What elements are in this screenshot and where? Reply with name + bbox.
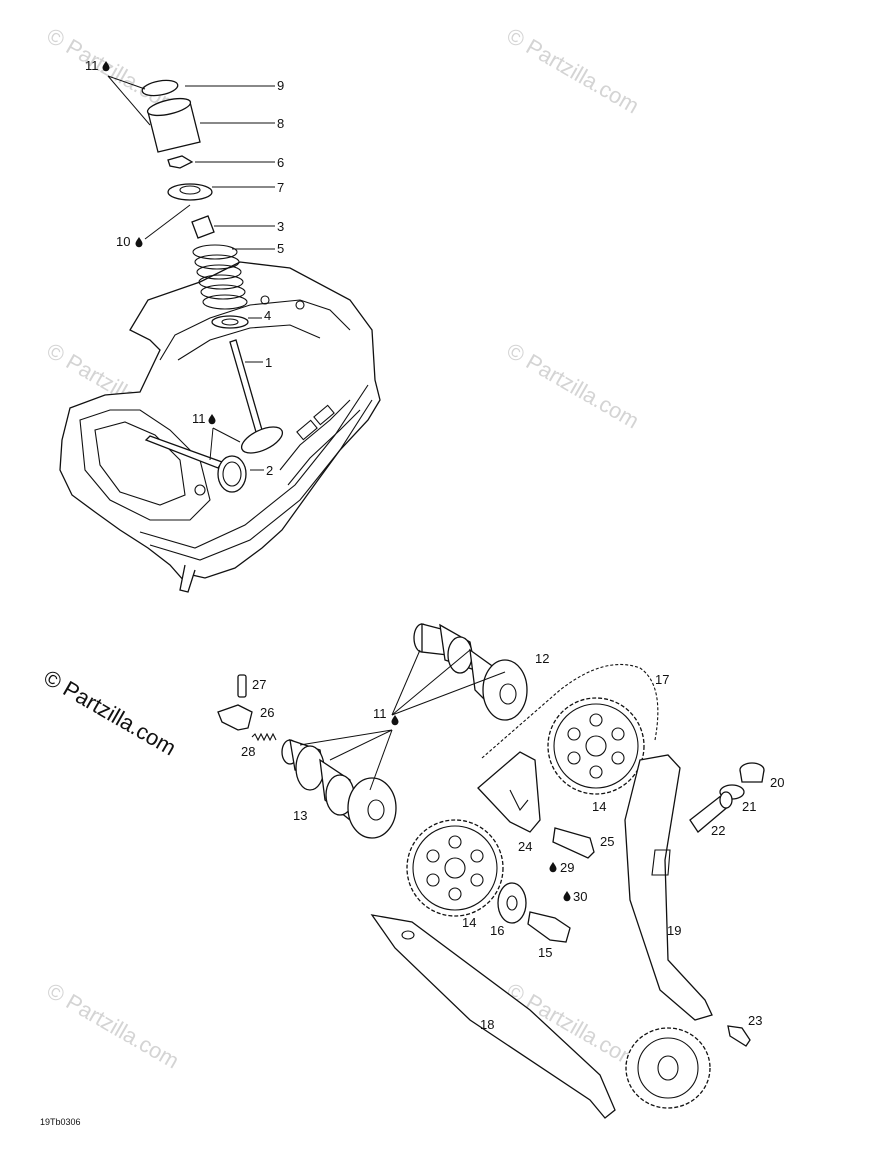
callout-1: 1: [265, 355, 272, 370]
callout-27: 27: [252, 677, 266, 692]
callout-11-top: 11: [85, 58, 99, 73]
callout-7: 7: [277, 180, 284, 195]
spring-seat-4: [211, 315, 249, 329]
callout-25: 25: [600, 834, 614, 849]
exhaust-camshaft-12: [413, 623, 528, 721]
leader-lines-upper: [107, 75, 275, 471]
watermark-mid-right: © Partzilla.com: [503, 338, 644, 434]
watermark-top-right: © Partzilla.com: [503, 23, 644, 119]
callout-labels: 9 8 6 7 3 5 4 1 2 11 10 11 12 17 27 26 1…: [85, 58, 784, 1032]
spring-retainer-7: [167, 183, 213, 201]
callout-15: 15: [538, 945, 552, 960]
leader-lines-lower: [299, 649, 506, 791]
bolt-15: [527, 911, 571, 943]
callout-17: 17: [655, 672, 669, 687]
pin-23: [727, 1025, 751, 1047]
partzilla-watermark: © Partzilla.com: [40, 665, 181, 761]
callout-14-upper: 14: [592, 799, 606, 814]
oil-drop-icon: [391, 715, 399, 726]
callout-28: 28: [241, 744, 255, 759]
valve-keepers-6: [167, 155, 194, 169]
callout-26: 26: [260, 705, 274, 720]
callout-21: 21: [742, 799, 756, 814]
cam-sprocket-lower-14: [406, 819, 504, 917]
callout-24: 24: [518, 839, 532, 854]
chain-guide-18: [370, 914, 616, 1119]
callout-11-low: 11: [373, 706, 387, 721]
oil-drop-icon: [563, 891, 571, 902]
watermark-group: © Partzilla.com © Partzilla.com © Partzi…: [43, 23, 644, 1074]
callout-18: 18: [480, 1017, 494, 1032]
callout-16: 16: [490, 923, 504, 938]
callout-3: 3: [277, 219, 284, 234]
cylinder-head-assembly: [59, 79, 381, 593]
callout-29: 29: [560, 860, 574, 875]
timing-chain-17: [481, 663, 659, 759]
oil-drop-icon: [549, 862, 557, 873]
callout-14-lower: 14: [462, 915, 476, 930]
valve-2: [144, 435, 247, 493]
callout-13: 13: [293, 808, 307, 823]
valve-seal-3: [191, 215, 215, 239]
dowel-pin-27: [237, 674, 247, 698]
callout-11-mid: 11: [192, 411, 206, 426]
adjusting-shim-9: [141, 79, 179, 97]
callout-8: 8: [277, 116, 284, 131]
intake-camshaft-13: [281, 739, 397, 839]
callout-23: 23: [748, 1013, 762, 1028]
figure-code: 19Tb0306: [40, 1117, 81, 1127]
valve-1: [229, 339, 284, 454]
callout-10: 10: [116, 234, 130, 249]
tensioner-guide-19: [624, 754, 713, 1021]
callout-5: 5: [277, 241, 284, 256]
callout-20: 20: [770, 775, 784, 790]
watermark-bottom-left: © Partzilla.com: [43, 978, 184, 1074]
callout-6: 6: [277, 155, 284, 170]
valve-lifter-8: [146, 97, 201, 153]
oil-drop-icon: [135, 237, 143, 248]
crankshaft-sprocket: [625, 1027, 711, 1109]
washer-16: [497, 882, 527, 924]
callout-12: 12: [535, 651, 549, 666]
cylinder-head: [59, 261, 381, 583]
cam-sprocket-upper-14: [547, 697, 645, 795]
spring-28: [251, 732, 277, 742]
camshaft-assembly: [217, 623, 765, 1119]
callout-30: 30: [573, 889, 587, 904]
callout-4: 4: [264, 308, 271, 323]
callout-9: 9: [277, 78, 284, 93]
chain-guide-24: [477, 751, 541, 833]
callout-19: 19: [667, 923, 681, 938]
callout-2: 2: [266, 463, 273, 478]
bolt-25: [552, 827, 595, 859]
plug-20: [739, 762, 765, 783]
bracket-26: [217, 704, 253, 731]
valve-spring-5: [192, 244, 248, 310]
callout-22: 22: [711, 823, 725, 838]
